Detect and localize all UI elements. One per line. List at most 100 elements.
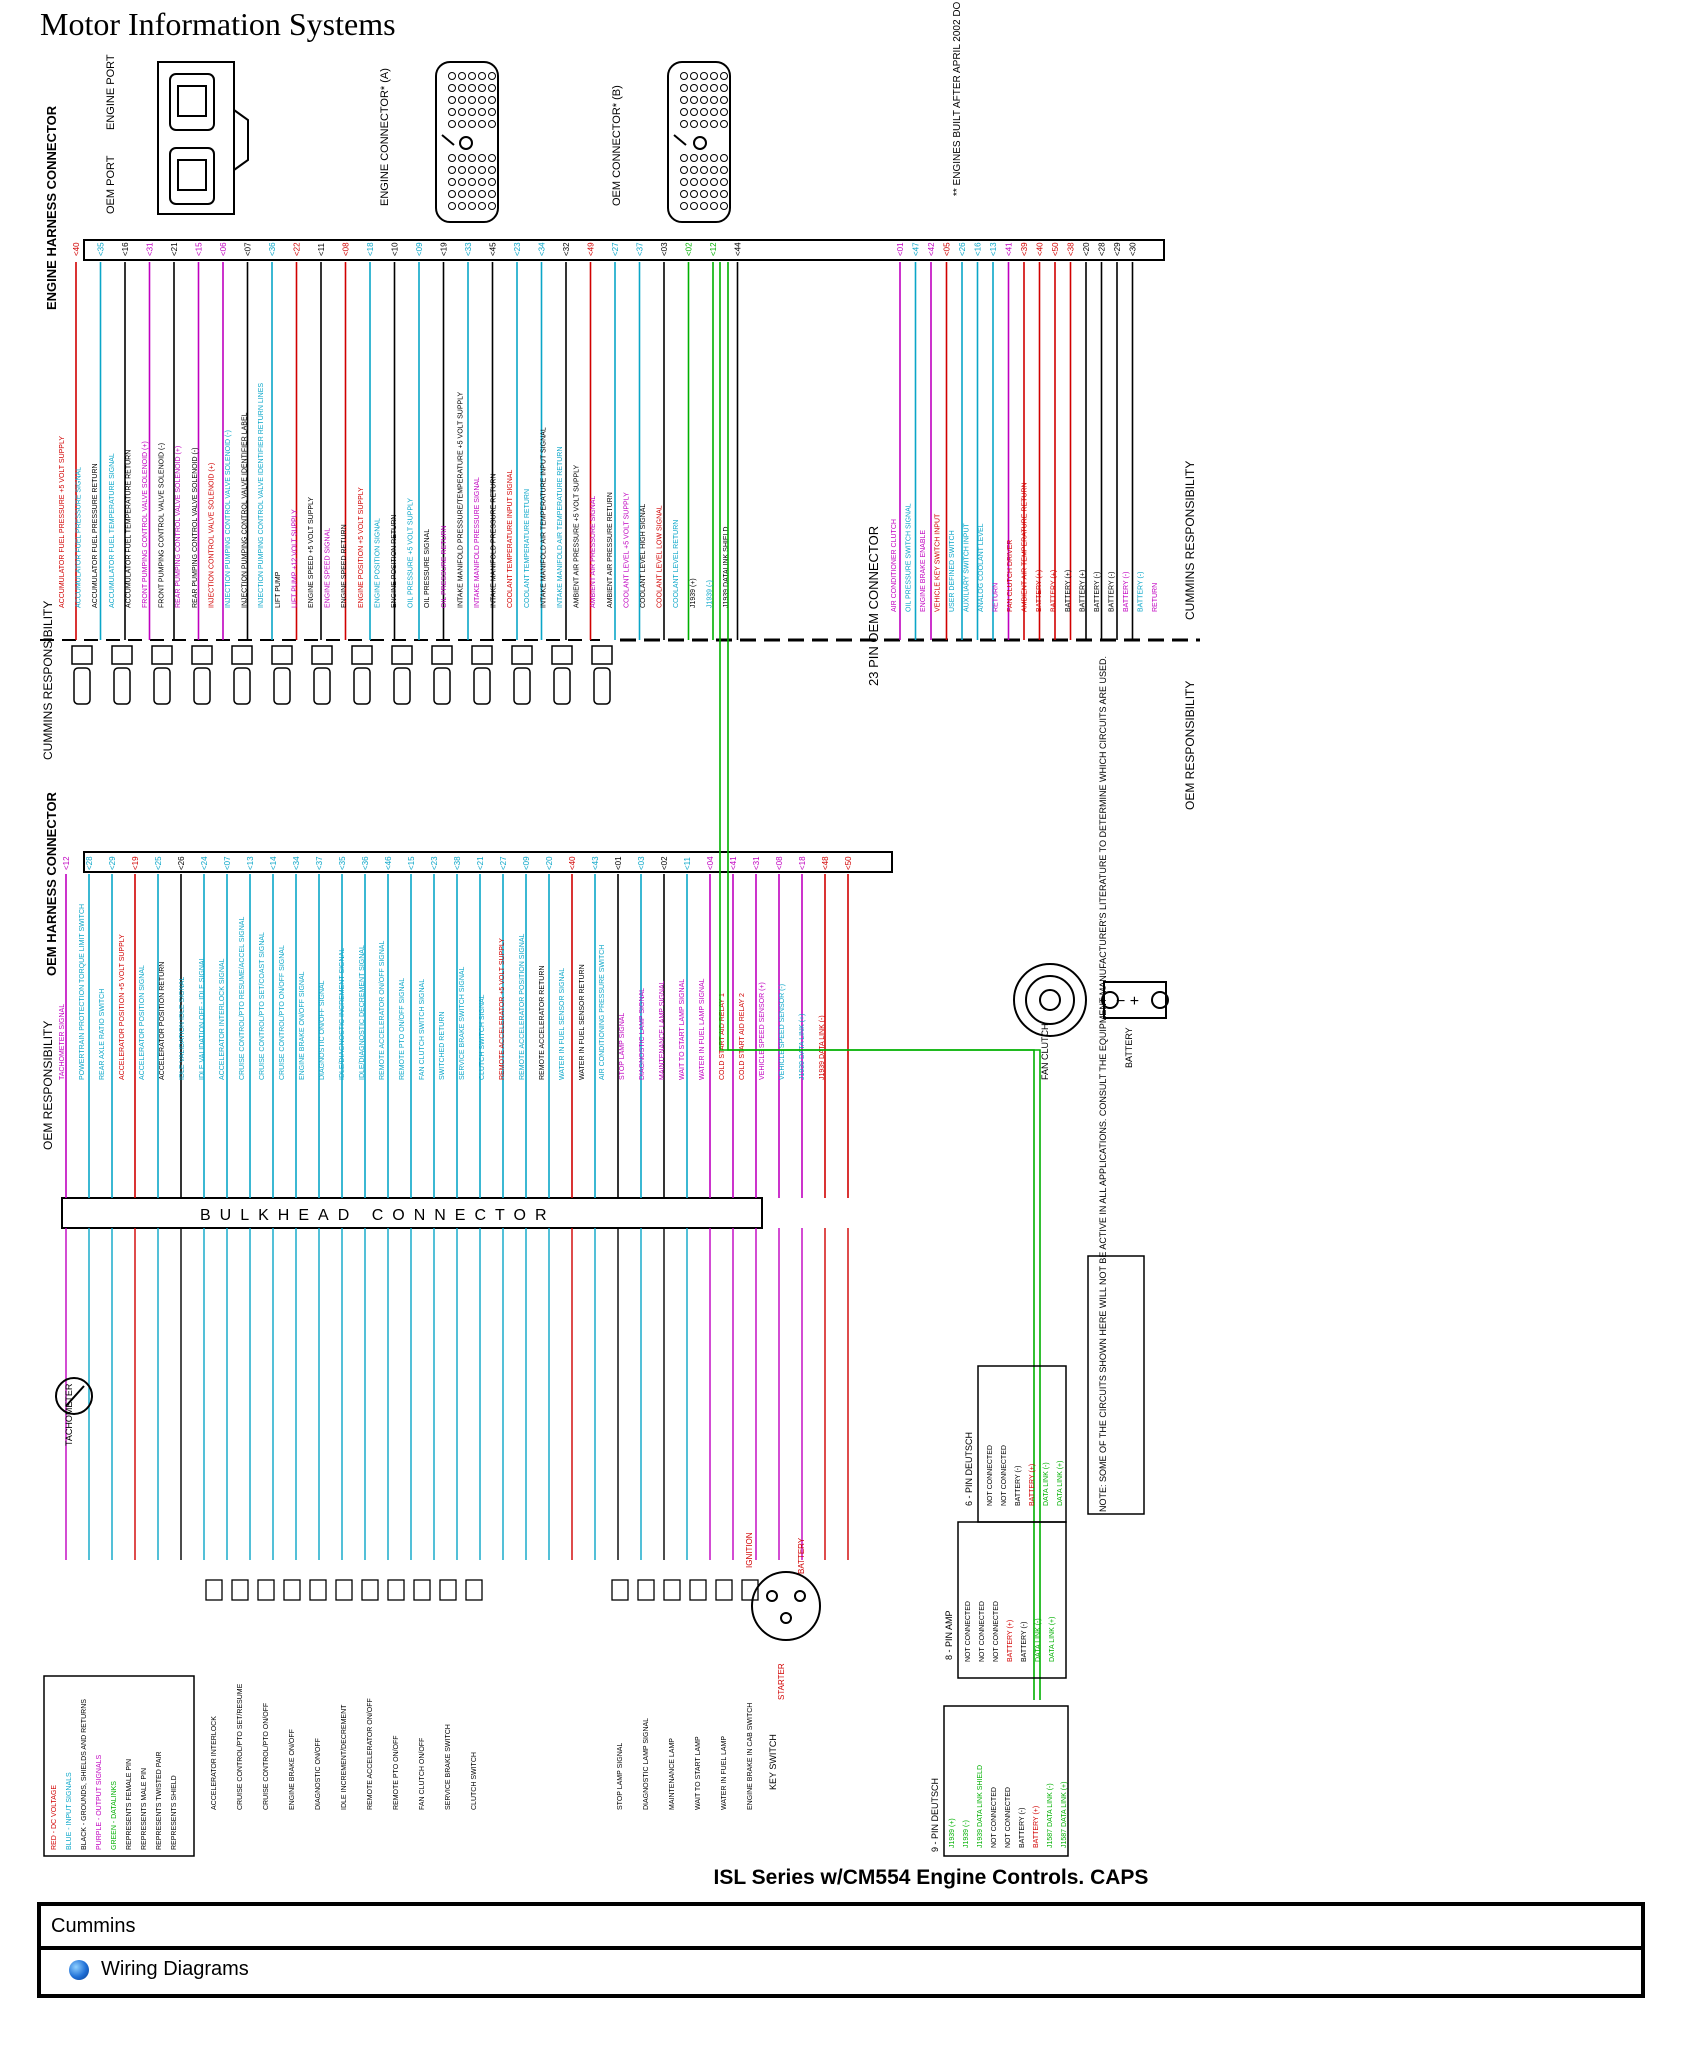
oem-pin-label: <23: [430, 856, 439, 870]
connector-pin: [700, 178, 708, 186]
oem23-pin-label: <41: [1005, 242, 1014, 256]
engine-pin-label: <08: [342, 242, 351, 256]
deutsch-row-label: DATA LINK (-): [1043, 1462, 1050, 1506]
oem-signal-label: COLD START AID RELAY 1: [719, 993, 726, 1080]
legend-entry: RED - DC VOLTAGE: [51, 1785, 58, 1850]
oem-pin-label: <12: [62, 856, 71, 870]
engine-signal-label: INJECTION PUMPING CONTROL VALVE SOLENOID…: [225, 430, 232, 608]
engine-pin-label: <12: [709, 242, 718, 256]
connector-pin: [468, 190, 476, 198]
sensor-connector: [311, 645, 333, 665]
fan-clutch-label: FAN CLUTCH: [1040, 1023, 1050, 1080]
oem-pin-label: <34: [292, 856, 301, 870]
oem-signal-label: STOP LAMP SIGNAL: [619, 1013, 626, 1080]
footer-category[interactable]: Cummins: [51, 1915, 136, 1937]
engine-signal-label: ENGINE POSITION SIGNAL: [374, 518, 381, 608]
legend-entry: REPRESENTS MALE PIN: [141, 1768, 148, 1850]
deutsch-row-label: BATTERY (-): [1021, 1622, 1028, 1662]
engine-pin-label: <33: [464, 242, 473, 256]
engine-pin-label: <07: [244, 242, 253, 256]
legend-entry: REPRESENTS SHIELD: [171, 1775, 178, 1850]
connector-pin: [700, 108, 708, 116]
engine-signal-label: INJECTION PUMPING CONTROL VALVE IDENTIFI…: [258, 383, 265, 608]
oem-pin-label: <50: [844, 856, 853, 870]
connector-pin: [710, 84, 718, 92]
sensor-connector: [191, 645, 213, 665]
connector-pin: [700, 190, 708, 198]
engine-signal-label: INTAKE MANIFOLD AIR TEMPERATURE INPUT SI…: [540, 427, 547, 608]
connector-pin: [710, 154, 718, 162]
bottom-component-label: WAIT TO START LAMP: [695, 1736, 702, 1810]
connector-pin: [488, 84, 496, 92]
sensor-body: [353, 667, 371, 705]
deutsch-row-label: BATTERY (+): [1033, 1806, 1040, 1848]
battery-symbol: − +: [1101, 981, 1169, 1019]
pin23-connector-label: 23 PIN OEM CONNECTOR: [866, 526, 881, 686]
oem23-pin-label: <28: [1098, 242, 1107, 256]
oem-signal-label: IDLE VALIDATION IDLE SIGNAL: [179, 977, 186, 1080]
connector-pin: [680, 108, 688, 116]
oem23-pin-label: <13: [989, 242, 998, 256]
bottom-component-label: DIAGNOSTIC ON/OFF: [315, 1738, 322, 1810]
note-circuits-line: NOTE: SOME OF THE CIRCUITS SHOWN HERE WI…: [1098, 656, 1108, 1512]
engine-pin-label: <09: [415, 242, 424, 256]
sensor-body: [433, 667, 451, 705]
oem-signal-label: REMOTE ACCELERATOR RETURN: [539, 966, 546, 1080]
oem-pin-label: <11: [683, 856, 692, 870]
legend-entry: BLUE - INPUT SIGNALS: [66, 1772, 73, 1850]
deutsch-row-label: BATTERY (-): [1015, 1466, 1022, 1506]
engine-pin-label: <16: [121, 242, 130, 256]
connector-pin: [468, 120, 476, 128]
footer-link-wiring-diagrams[interactable]: Wiring Diagrams: [101, 1958, 249, 1980]
connector-pin: [680, 190, 688, 198]
key-switch-label: KEY SWITCH: [768, 1734, 778, 1790]
oem-signal-label: DIAGNOSTIC LAMP SIGNAL: [639, 988, 646, 1080]
connector-pin: [458, 84, 466, 92]
engine-connector-a-drawing: [435, 61, 499, 223]
oem-signal-label: CRUISE CONTROL/PTO RESUME/ACCEL SIGNAL: [239, 917, 246, 1080]
oem23-pin-label: <38: [1067, 242, 1076, 256]
deutsch-row-label: BATTERY (+): [1007, 1620, 1014, 1662]
oem-pin-label: <40: [568, 856, 577, 870]
engine-signal-label: OIL PRESSURE RETURN: [441, 525, 448, 608]
oem23-signal-label: ANALOG COOLANT LEVEL: [978, 523, 985, 612]
oem23-signal-label: BATTERY (-): [1138, 572, 1145, 612]
oem-signal-label: ACCELERATOR INTERLOCK SIGNAL: [219, 958, 226, 1080]
oem-pin-label: <43: [591, 856, 600, 870]
oem-signal-label: WATER IN FUEL SENSOR SIGNAL: [559, 968, 566, 1080]
engine-signal-label: INTAKE MANIFOLD AIR TEMPERATURE RETURN: [557, 447, 564, 608]
oem-pin-label: <48: [821, 856, 830, 870]
oem23-pin-label: <26: [958, 242, 967, 256]
legend-entry: REPRESENTS TWISTED PAIR: [156, 1751, 163, 1850]
ecm-ports: [157, 61, 249, 215]
connector-pin: [680, 154, 688, 162]
connector-pin: [710, 108, 718, 116]
switch-symbol: [663, 1579, 681, 1601]
engine-pin-label: <19: [440, 242, 449, 256]
oem-signal-label: ACCELERATOR POSITION SIGNAL: [139, 965, 146, 1080]
oem23-signal-label: BATTERY (-): [1094, 572, 1101, 612]
oem-pin-label: <02: [660, 856, 669, 870]
oem23-pin-label: <20: [1082, 242, 1091, 256]
engine-pin-label: <45: [489, 242, 498, 256]
connector-pin: [710, 120, 718, 128]
bottom-component-label: CRUISE CONTROL/PTO ON/OFF: [263, 1703, 270, 1810]
connector-pin: [488, 178, 496, 186]
engine-signal-label: ACCUMULATOR FUEL TEMPERATURE RETURN: [125, 450, 132, 608]
oem-signal-label: REMOTE ACCELERATOR ON/OFF SIGNAL: [379, 941, 386, 1080]
engine-signal-label: AMBIENT AIR PRESSURE SIGNAL: [590, 496, 597, 608]
deutsch-row-label: DATA LINK (+): [1049, 1617, 1056, 1662]
oem-responsibility-left: OEM RESPONSIBILITY: [41, 1021, 55, 1150]
sensor-connector: [71, 645, 93, 665]
bottom-component-label: CLUTCH SWITCH: [471, 1752, 478, 1810]
engine-signal-label: AMBIENT AIR PRESSURE +5 VOLT SUPPLY: [574, 464, 581, 608]
engine-signal-label: ENGINE POSITION RETURN: [391, 515, 398, 608]
connector-pin: [478, 190, 486, 198]
oem-signal-label: SERVICE BRAKE SWITCH SIGNAL: [459, 966, 466, 1080]
oem-pin-label: <07: [223, 856, 232, 870]
connector-pin: [690, 202, 698, 210]
connector-pin: [468, 154, 476, 162]
deutsch-row-label: NOT CONNECTED: [979, 1601, 986, 1662]
